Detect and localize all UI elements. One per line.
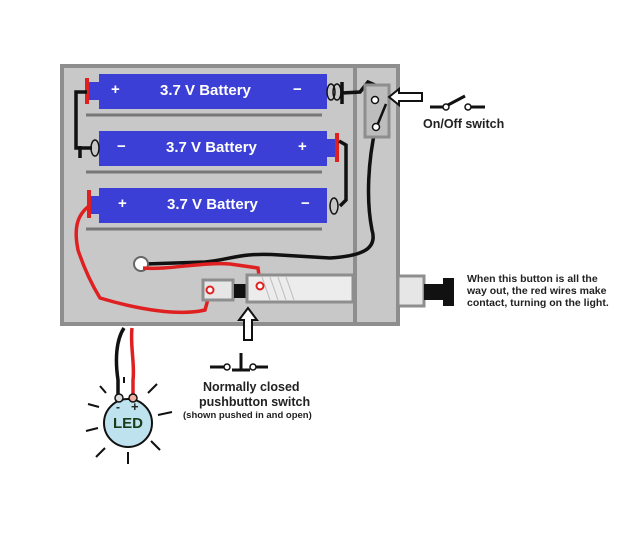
led-label: LED [113, 415, 143, 432]
led-minus-label: - [116, 400, 120, 414]
led-plus-label: + [131, 399, 139, 414]
battery-3-body [99, 188, 327, 223]
pushbutton-symbol-icon [210, 353, 268, 372]
onoff-switch-label: On/Off switch [423, 117, 505, 131]
battery-1-plus: + [111, 81, 120, 98]
battery-2-label: 3.7 V Battery [166, 139, 257, 156]
black-wire [74, 90, 92, 158]
pushbutton-plunger [234, 284, 246, 298]
button-stem [396, 274, 426, 308]
battery-1-body [99, 74, 327, 109]
black-wire [338, 139, 348, 208]
onoff-switch-housing [363, 83, 391, 139]
button-note-line2: way out, the red wires make [467, 285, 607, 297]
pushbutton-contact-block [201, 278, 235, 302]
led-body [103, 398, 153, 448]
led-black-wire [114, 327, 126, 398]
button-knob [424, 278, 454, 306]
switch-contact [370, 95, 380, 105]
led-minus-lead [114, 393, 124, 403]
led-rays-icon [85, 377, 173, 464]
button-note-line1: When this button is all the [467, 273, 598, 285]
led-plus-lead [128, 393, 138, 403]
battery-3-plus: + [118, 195, 127, 212]
black-wire [144, 125, 378, 266]
battery-1-minus: − [293, 81, 302, 98]
onoff-switch-lever [375, 103, 388, 127]
switch-symbol-icon [430, 94, 485, 111]
button-note-line3: contact, turning on the light. [467, 297, 609, 309]
pushbutton-title-1: Normally closed [203, 380, 300, 394]
led-red-wire [129, 327, 136, 398]
battery-2-minus: − [117, 138, 126, 155]
battery-2-body [99, 131, 327, 166]
arrow-up-icon [237, 306, 259, 341]
pushbutton-note: (shown pushed in and open) [183, 410, 312, 421]
battery-3-minus: − [301, 195, 310, 212]
barrel-hatching [261, 276, 295, 301]
switch-contact [371, 122, 381, 132]
arrow-left-icon [387, 86, 423, 108]
battery-1-label: 3.7 V Battery [160, 82, 251, 99]
battery-2-plus: + [298, 138, 307, 155]
battery-3-label: 3.7 V Battery [167, 196, 258, 213]
red-contact [255, 281, 265, 291]
red-wire [74, 204, 212, 315]
battery-1-nub [87, 82, 99, 100]
pushbutton-title-2: pushbutton switch [199, 395, 311, 409]
pushbutton-barrel [245, 273, 355, 304]
red-contact [205, 285, 215, 295]
red-wire [142, 261, 262, 284]
